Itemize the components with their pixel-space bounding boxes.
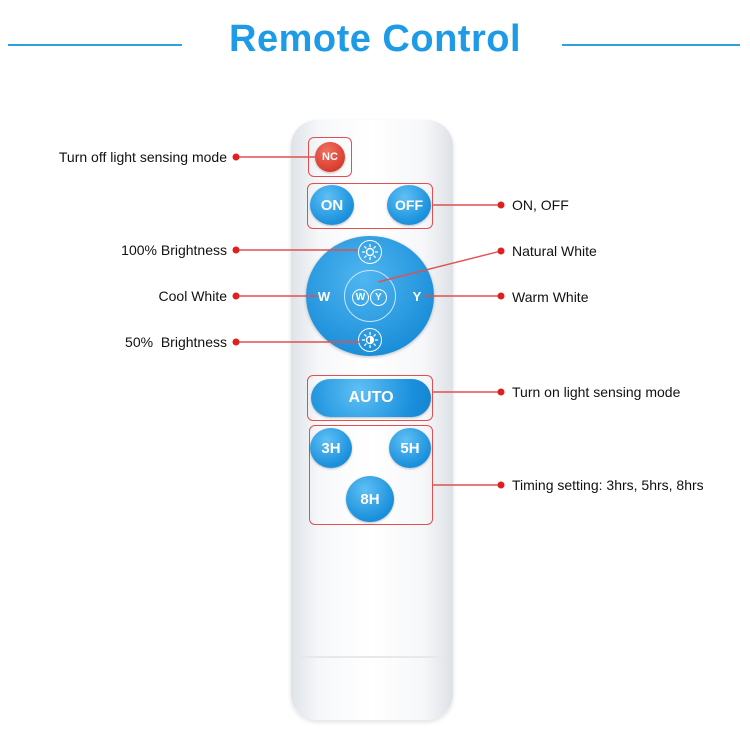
brightness-100-button[interactable] xyxy=(358,240,382,264)
title-rule-right xyxy=(562,44,740,46)
cool-white-button[interactable]: W xyxy=(317,289,331,304)
label-brightness-50: 50% Brightness xyxy=(125,334,227,350)
timer-3h-button[interactable]: 3H xyxy=(310,428,352,468)
auto-highlight-box xyxy=(307,375,433,421)
page-title: Remote Control xyxy=(229,18,521,60)
timer-5h-button[interactable]: 5H xyxy=(389,428,431,468)
nc-button[interactable]: NC xyxy=(315,142,345,172)
off-button[interactable]: OFF xyxy=(387,185,431,225)
brightness-50-button[interactable] xyxy=(358,328,382,352)
title-rule-left xyxy=(8,44,182,46)
natural-white-y[interactable]: Y xyxy=(370,289,387,306)
warm-white-button[interactable]: Y xyxy=(412,289,422,304)
label-timing-setting: Timing setting: 3hrs, 5hrs, 8hrs xyxy=(512,477,704,493)
label-turn-off-sensing: Turn off light sensing mode xyxy=(58,149,227,165)
remote-bottom-seam xyxy=(300,656,444,658)
sun-icon xyxy=(361,243,379,261)
label-on-off: ON, OFF xyxy=(512,197,569,213)
on-off-highlight-box xyxy=(307,183,433,229)
timer-8h-button[interactable]: 8H xyxy=(346,476,394,522)
on-button[interactable]: ON xyxy=(310,185,354,225)
dial-center-ring xyxy=(344,270,396,322)
label-warm-white: Warm White xyxy=(512,289,589,305)
label-natural-white: Natural White xyxy=(512,243,597,259)
auto-button[interactable]: AUTO xyxy=(311,379,431,417)
label-turn-on-sensing: Turn on light sensing mode xyxy=(512,384,681,400)
label-brightness-100: 100% Brightness xyxy=(121,242,227,258)
natural-white-w[interactable]: W xyxy=(352,289,369,306)
half-sun-icon xyxy=(361,331,379,349)
label-cool-white: Cool White xyxy=(158,288,227,304)
timer-highlight-box xyxy=(309,425,433,525)
